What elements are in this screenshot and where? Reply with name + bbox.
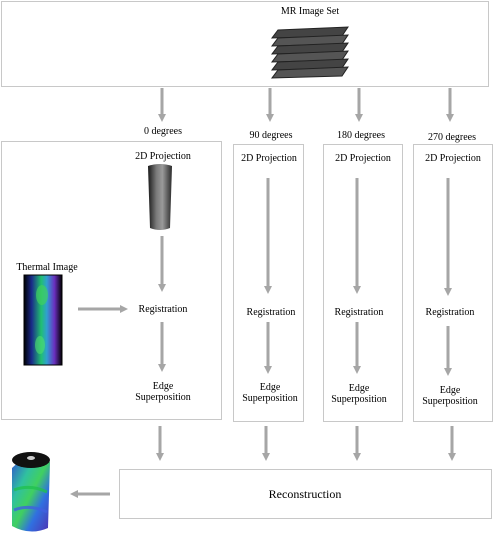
- registration-label-180: Registration: [334, 307, 384, 318]
- reconstruction-label: Reconstruction: [268, 487, 342, 501]
- projection-label-90: 2D Projection: [241, 153, 297, 164]
- projection-label-180: 2D Projection: [335, 153, 391, 164]
- reconstruction-box: [119, 469, 492, 519]
- edge-label-180: Edge Superposition: [331, 383, 387, 405]
- mr-slice-stack-icon: [270, 26, 349, 79]
- mr-image-set-label: MR Image Set: [280, 6, 340, 17]
- angle-label-270: 270 degrees: [427, 132, 477, 143]
- angle-label-180: 180 degrees: [336, 130, 386, 141]
- column-box-180-degrees: [323, 144, 403, 422]
- thermal-image: [23, 274, 63, 366]
- edge-label-0: Edge Superposition: [135, 381, 191, 403]
- reconstructed-model-image: [12, 452, 50, 532]
- mr-image-set-box: [1, 1, 489, 87]
- edge-label-90: Edge Superposition: [242, 382, 298, 404]
- registration-label-90: Registration: [246, 307, 296, 318]
- angle-label-0: 0 degrees: [143, 126, 183, 137]
- registration-label-270: Registration: [425, 307, 475, 318]
- projection-label-270: 2D Projection: [425, 153, 481, 164]
- edge-label-270: Edge Superposition: [422, 385, 478, 407]
- column-box-270-degrees: [413, 144, 493, 422]
- angle-label-90: 90 degrees: [249, 130, 293, 141]
- thermal-image-label: Thermal Image: [16, 262, 78, 273]
- projection-label-0: 2D Projection: [135, 151, 191, 162]
- registration-label-0: Registration: [138, 304, 188, 315]
- projection-image: [148, 164, 172, 230]
